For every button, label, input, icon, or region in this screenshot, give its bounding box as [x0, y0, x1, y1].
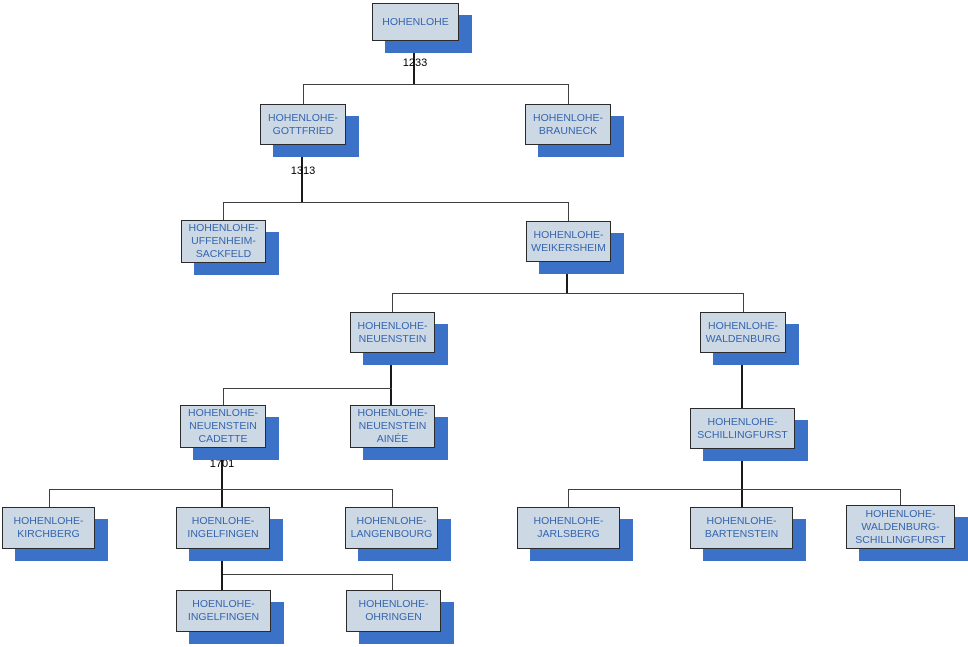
connector-stub-cadette	[221, 448, 223, 507]
tree-node-hohenlohe-weikersheim[interactable]: HOHENLOHE- WEIKERSHEIM	[526, 221, 624, 274]
node-label: HOHENLOHE- KIRCHBERG	[13, 515, 84, 540]
node-face: HOENLOHE- INGELFINGEN	[176, 590, 271, 632]
year-label-1233: 1233	[402, 57, 428, 69]
tree-node-hohenlohe-schillingfurst[interactable]: HOHENLOHE- SCHILLINGFURST	[690, 408, 808, 461]
tree-node-hoenlohe-ingelfingen[interactable]: HOENLOHE- INGELFINGEN	[176, 507, 283, 561]
tree-node-hohenlohe-brauneck[interactable]: HOHENLOHE- BRAUNECK	[525, 104, 624, 157]
connector-drop-brauneck	[568, 84, 569, 104]
tree-node-hoenlohe-ingelfingen-2[interactable]: HOENLOHE- INGELFINGEN	[176, 590, 284, 644]
node-face: HOHENLOHE- LANGENBOURG	[345, 507, 438, 549]
connector-rail-schillingfurst-children	[568, 489, 901, 490]
connector-stub-neuenstein	[390, 353, 392, 405]
connector-stub-weikersheim	[566, 262, 568, 293]
node-face: HOENLOHE- INGELFINGEN	[176, 507, 270, 549]
node-face: HOHENLOHE- OHRINGEN	[346, 590, 441, 632]
year-label-1313: 1313	[290, 165, 316, 177]
connector-rail-neuenstein-children	[223, 388, 392, 389]
tree-node-hohenlohe-neuenstein-ainee[interactable]: HOHENLOHE- NEUENSTEIN AINÉE	[350, 405, 448, 460]
connector-drop-neuenstein	[392, 293, 393, 312]
tree-node-hohenlohe-neuenstein-cadette[interactable]: HOHENLOHE- NEUENSTEIN CADETTE	[180, 405, 279, 460]
node-face: HOHENLOHE- KIRCHBERG	[2, 507, 95, 549]
node-label: HOHENLOHE- OHRINGEN	[358, 598, 429, 623]
node-label: HOHENLOHE- BRAUNECK	[532, 111, 603, 137]
connector-drop-langenbourg	[392, 489, 393, 507]
node-label: HOENLOHE- INGELFINGEN	[187, 515, 259, 540]
node-label: HOHENLOHE- NEUENSTEIN AINÉE	[357, 407, 428, 445]
node-face: HOHENLOHE- WEIKERSHEIM	[526, 221, 611, 262]
node-label: HOENLOHE- INGELFINGEN	[187, 598, 260, 623]
tree-node-hohenlohe-waldenburg-schillingfurst[interactable]: HOHENLOHE- WALDENBURG- SCHILLINGFURST	[846, 505, 968, 561]
connector-stub-ingelfingen	[221, 548, 223, 590]
tree-node-hohenlohe-langenbourg[interactable]: HOHENLOHE- LANGENBOURG	[345, 507, 451, 561]
year-label-1701: 1701	[209, 458, 235, 470]
node-face: HOHENLOHE- WALDENBURG- SCHILLINGFURST	[846, 505, 955, 549]
connector-rail-ingelfingen-children	[223, 574, 393, 575]
node-label: HOHENLOHE- NEUENSTEIN	[357, 319, 428, 345]
node-label: HOHENLOHE- GOTTFRIED	[267, 111, 338, 137]
node-face: HOHENLOHE	[372, 3, 459, 41]
connector-rail-weikersheim-children	[392, 293, 744, 294]
connector-drop-ohringen	[392, 574, 393, 590]
connector-drop-waldenburg	[743, 293, 744, 312]
connector-waldenburg-to-schillingfurst	[741, 353, 743, 408]
connector-drop-weikersheim	[568, 202, 569, 221]
tree-node-hohenlohe[interactable]: HOHENLOHE	[372, 3, 472, 53]
node-face: HOHENLOHE- GOTTFRIED	[260, 104, 346, 145]
tree-node-hohenlohe-uffenheim-sackfeld[interactable]: HOHENLOHE- UFFENHEIM- SACKFELD	[181, 220, 279, 275]
connector-drop-uffenheim	[223, 202, 224, 221]
node-label: HOHENLOHE	[382, 15, 449, 28]
connector-drop-cadette	[223, 388, 224, 405]
tree-node-hohenlohe-bartenstein[interactable]: HOHENLOHE- BARTENSTEIN	[690, 507, 806, 561]
node-face: HOHENLOHE- NEUENSTEIN	[350, 312, 435, 353]
node-label: HOHENLOHE- UFFENHEIM- SACKFELD	[188, 222, 259, 260]
node-label: HOHENLOHE- WALDENBURG- SCHILLINGFURST	[855, 507, 946, 546]
connector-rail-cadette-children	[49, 489, 393, 490]
tree-node-hohenlohe-kirchberg[interactable]: HOHENLOHE- KIRCHBERG	[2, 507, 108, 561]
node-label: HOHENLOHE- SCHILLINGFURST	[697, 415, 788, 441]
node-face: HOHENLOHE- BRAUNECK	[525, 104, 611, 145]
node-label: HOHENLOHE- NEUENSTEIN CADETTE	[187, 407, 258, 445]
connector-drop-waldenburg-schillingfurst	[900, 489, 901, 506]
connector-drop-jarlsberg	[568, 489, 569, 507]
tree-node-hohenlohe-jarlsberg[interactable]: HOHENLOHE- JARLSBERG	[517, 507, 633, 561]
node-face: HOHENLOHE- NEUENSTEIN AINÉE	[350, 405, 435, 448]
tree-node-hohenlohe-gottfried[interactable]: HOHENLOHE- GOTTFRIED	[260, 104, 359, 157]
node-face: HOHENLOHE- SCHILLINGFURST	[690, 408, 795, 449]
tree-node-hohenlohe-waldenburg[interactable]: HOHENLOHE- WALDENBURG	[700, 312, 799, 365]
connector-drop-gottfried	[303, 84, 304, 104]
tree-node-hohenlohe-neuenstein[interactable]: HOHENLOHE- NEUENSTEIN	[350, 312, 448, 365]
node-label: HOHENLOHE- BARTENSTEIN	[704, 515, 779, 540]
connector-rail-gottfried-children	[223, 202, 569, 203]
tree-node-hohenlohe-ohringen[interactable]: HOHENLOHE- OHRINGEN	[346, 590, 454, 644]
connector-drop-kirchberg	[49, 489, 50, 507]
node-face: HOHENLOHE- BARTENSTEIN	[690, 507, 793, 549]
node-label: HOHENLOHE- LANGENBOURG	[350, 515, 433, 540]
node-face: HOHENLOHE- UFFENHEIM- SACKFELD	[181, 220, 266, 263]
connector-stub-schillingfurst	[741, 448, 743, 507]
node-face: HOHENLOHE- NEUENSTEIN CADETTE	[180, 405, 266, 448]
connector-rail-hohenlohe-children	[303, 84, 569, 85]
node-label: HOHENLOHE- WALDENBURG	[705, 319, 781, 345]
node-face: HOHENLOHE- JARLSBERG	[517, 507, 620, 549]
node-face: HOHENLOHE- WALDENBURG	[700, 312, 786, 353]
connector-stub-gottfried	[301, 145, 303, 202]
node-label: HOHENLOHE- WEIKERSHEIM	[531, 228, 606, 254]
node-label: HOHENLOHE- JARLSBERG	[533, 515, 604, 540]
connector-stub-hohenlohe	[413, 41, 415, 84]
